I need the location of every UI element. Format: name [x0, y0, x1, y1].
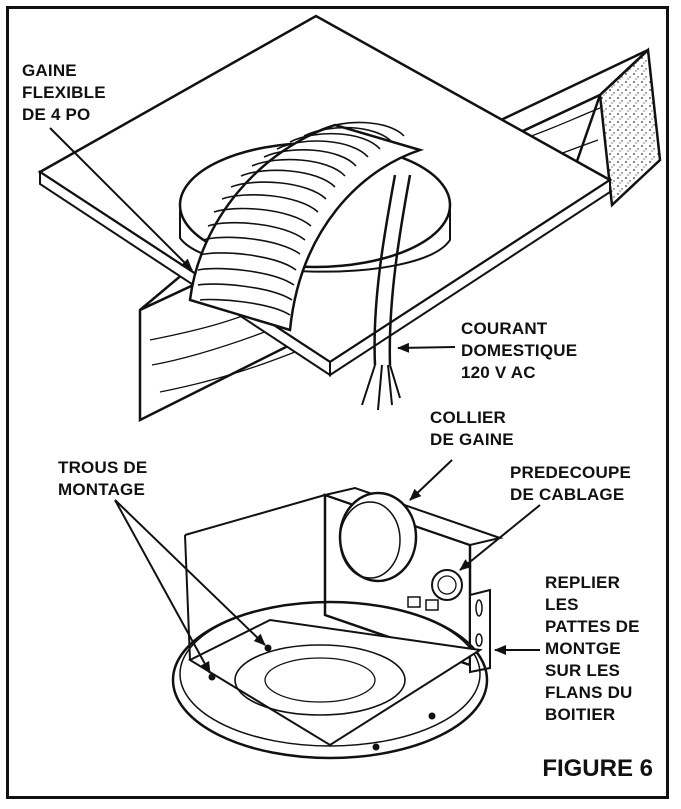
label-line: PREDECOUPE: [510, 463, 632, 482]
label-predecoupe-de-cablage: PREDECOUPE DE CABLAGE: [510, 462, 631, 506]
label-line: PATTES DE: [545, 617, 640, 636]
label-line: TROUS DE: [58, 458, 148, 477]
figure-title: FIGURE 6: [542, 755, 653, 782]
label-gaine-flexible: GAINE FLEXIBLE DE 4 PO: [22, 60, 106, 126]
leader-arrows: [49, 127, 541, 674]
label-line: MONTAGE: [58, 480, 146, 499]
label-line: 120 V AC: [461, 363, 536, 382]
label-line: GAINE: [22, 61, 77, 80]
arrow-collier: [409, 459, 453, 501]
arrow-trous-2: [114, 499, 266, 646]
arrow-trous-1: [114, 499, 211, 674]
label-line: LES: [545, 595, 579, 614]
label-line: DE CABLAGE: [510, 485, 625, 504]
flexible-duct: [188, 121, 425, 332]
label-replier-pattes: REPLIER LES PATTES DE MONTGE SUR LES FLA…: [545, 572, 640, 726]
arrow-gaine: [49, 127, 193, 271]
label-line: SUR LES: [545, 661, 621, 680]
label-line: BOITIER: [545, 705, 616, 724]
label-line: DE 4 PO: [22, 105, 91, 124]
label-collier-de-gaine: COLLIER DE GAINE: [430, 407, 514, 451]
power-cable: [361, 174, 412, 411]
figure-border: [6, 6, 669, 799]
label-trous-de-montage: TROUS DE MONTAGE: [58, 457, 147, 501]
label-line: DOMESTIQUE: [461, 341, 578, 360]
arrow-predecoupe: [459, 504, 541, 571]
label-line: DE GAINE: [430, 430, 514, 449]
label-line: FLANS DU: [545, 683, 633, 702]
label-line: REPLIER: [545, 573, 621, 592]
label-line: COURANT: [461, 319, 548, 338]
fan-housing: [171, 486, 504, 760]
label-line: COLLIER: [430, 408, 507, 427]
label-line: MONTGE: [545, 639, 621, 658]
label-courant-domestique: COURANT DOMESTIQUE 120 V AC: [461, 318, 577, 384]
arrow-courant: [397, 342, 456, 353]
label-line: FLEXIBLE: [22, 83, 106, 102]
